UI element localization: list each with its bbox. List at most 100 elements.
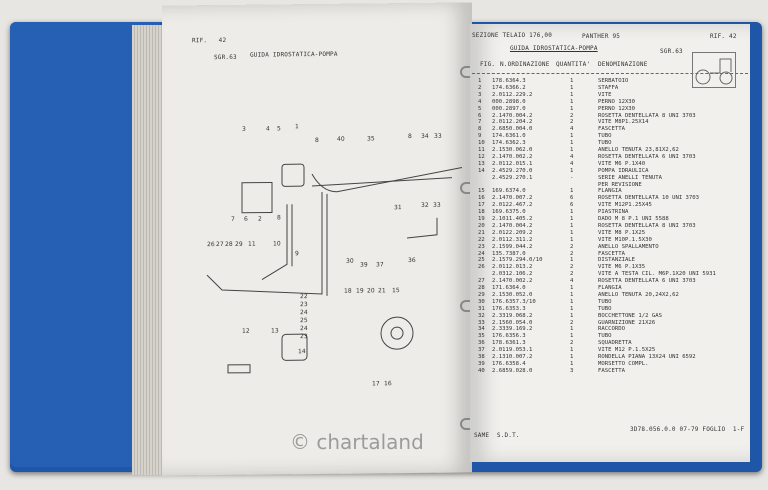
cell-name: PERNO 12X30 (598, 98, 636, 105)
cell-qty: 1 (570, 84, 574, 91)
cell-qty: 1 (570, 147, 574, 153)
cell-order: 2.6859.028.0 (492, 367, 533, 374)
cell-order: 2.1530.052.0 (492, 291, 533, 298)
cell-order: 2.4529.270.0 (492, 167, 533, 174)
cell-fig: 17 (478, 202, 485, 209)
cell-qty: 1 (570, 188, 574, 195)
cell-fig: 35 (478, 333, 485, 340)
header-fig: FIG. (480, 61, 496, 68)
cell-qty: 1 (570, 216, 574, 222)
cell-fig: 29 (478, 291, 485, 298)
callout: 5 (277, 125, 281, 133)
cell-order: 2.1470.004.2 (492, 222, 533, 229)
cell-name: MORSETTO COMPL. (598, 360, 649, 367)
cell-qty: 2 (570, 264, 574, 271)
cell-name: ROSETTA DENTELLATA 6 UNI 3703 (598, 278, 696, 285)
header-order: N.ORDINAZIONE (500, 61, 550, 68)
cell-qty: 1 (570, 298, 574, 305)
cell-fig: 6 (478, 112, 482, 119)
cell-qty: 1 (570, 209, 574, 216)
cell-fig: 22 (478, 236, 485, 243)
cell-name: ROSETTA DENTELLATA 10 UNI 3703 (598, 195, 700, 202)
cell-order: 2.6850.004.0 (492, 126, 533, 133)
cell-name: TUBO (598, 333, 612, 340)
cell-order: 176.6357.3/10 (492, 298, 536, 305)
cell-fig: 2 (478, 84, 482, 91)
cell-fig: 21 (478, 229, 485, 236)
cell-fig: 11 (478, 147, 485, 153)
callout: 8 (277, 214, 281, 222)
cell-name: SERIE ANELLI TENUTA (598, 174, 662, 181)
cell-name: VITE A TESTA CIL. M6P.1X20 UNI 5931 (598, 271, 716, 278)
cell-name: FLANGIA (598, 285, 622, 291)
callout: 30 (346, 257, 354, 265)
cell-name: BOCCHETTONE 1/2 GAS (598, 312, 662, 319)
cell-name: DISTANZIALE (598, 257, 636, 264)
cell-order: 2.0119.053.1 (492, 347, 533, 354)
model-label: PANTHER 95 (582, 33, 621, 40)
cell-order: 2.1470.002.2 (492, 153, 533, 160)
cell-order: 169.6374.0 (492, 188, 526, 195)
cell-order: 2.0112.229.2 (492, 91, 533, 98)
cell-qty: 1 (570, 140, 574, 147)
table-row: 8 2.6850.004.0 4 FASCETTA (470, 126, 750, 133)
cell-fig: 8 (478, 126, 482, 133)
header-name: DENOMINAZIONE (598, 61, 648, 68)
callout: 25 (300, 317, 308, 325)
cell-name: GUARNIZIONE 21X26 (598, 319, 656, 326)
callout: 23 (300, 333, 308, 341)
cell-qty: 1 (570, 236, 574, 243)
cell-order: 174.6361.0 (492, 133, 526, 140)
cell-name: ROSETTA DENTELLATA 6 UNI 3703 (598, 153, 696, 160)
cell-fig: 3 (478, 91, 482, 98)
callout: 24 (300, 325, 308, 333)
cell-qty: 1 (570, 229, 574, 236)
cell-fig: 26 (478, 264, 485, 271)
cell-fig: 10 (478, 140, 485, 147)
flange (380, 316, 414, 350)
cell-name: STAFFA (598, 84, 619, 91)
callout: 16 (384, 380, 392, 388)
cell-name: ANELLO TENUTA 20,24X2,62 (598, 291, 679, 298)
cell-name: RACCORDO (598, 326, 625, 333)
cell-name: FLANGIA (598, 188, 622, 195)
cell-qty: 2 (570, 243, 574, 250)
cell-qty: 4 (570, 126, 574, 133)
cell-order: 2.1310.007.2 (492, 354, 533, 360)
cell-fig: 12 (478, 153, 485, 160)
cell-name: VITE M12 P.1.5X25 (598, 347, 656, 354)
cell-name: SQUADRETTA (598, 340, 632, 347)
callout: 20 (367, 287, 375, 295)
callout: 2 (258, 215, 262, 223)
hose (311, 166, 463, 193)
cell-fig: 24 (478, 250, 485, 257)
cell-fig: 13 (478, 160, 485, 167)
cell-fig: 7 (478, 119, 482, 126)
cell-name: VITE M6 P.1X35 (598, 264, 646, 271)
figure-code-box (227, 364, 251, 374)
cell-qty: 1 (570, 326, 574, 333)
cell-name: PERNO 12X30 (598, 105, 636, 112)
cell-name: FASCETTA (598, 126, 625, 133)
cell-qty: 1 (570, 305, 574, 312)
cell-qty: 1 (570, 91, 574, 98)
cell-order: 169.6375.0 (492, 209, 526, 216)
callout: 8 (408, 133, 412, 141)
callout: 17 (372, 380, 380, 388)
callout: 7 (231, 215, 235, 223)
cell-qty: 4 (570, 278, 574, 285)
